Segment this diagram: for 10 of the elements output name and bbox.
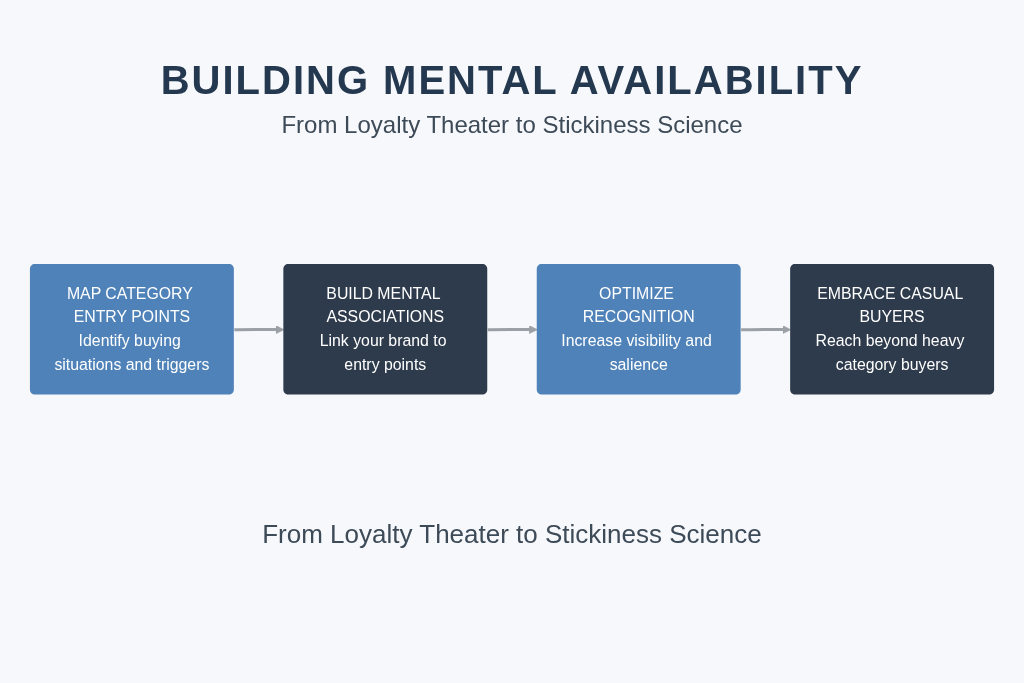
arrow bbox=[234, 325, 285, 334]
node-box: EMBRACE CASUAL BUYERS Reach beyond heavy category buyers bbox=[790, 263, 995, 395]
arrow bbox=[741, 325, 792, 334]
subtitle: From Loyalty Theater to Stickiness Science bbox=[281, 111, 743, 139]
node-box: MAP CATEGORY ENTRY POINTS Identify buying situations and triggers bbox=[29, 263, 234, 395]
title: BUILDING MENTAL AVAILABILITY bbox=[160, 58, 864, 103]
node-box: BUILD MENTAL ASSOCIATIONS Link your brand to entry points bbox=[283, 263, 488, 395]
arrow bbox=[487, 325, 538, 334]
node-box: OPTIMIZE RECOGNITION Increase visibility and salience bbox=[536, 263, 741, 395]
caption: From Loyalty Theater to Stickiness Science bbox=[262, 519, 762, 550]
